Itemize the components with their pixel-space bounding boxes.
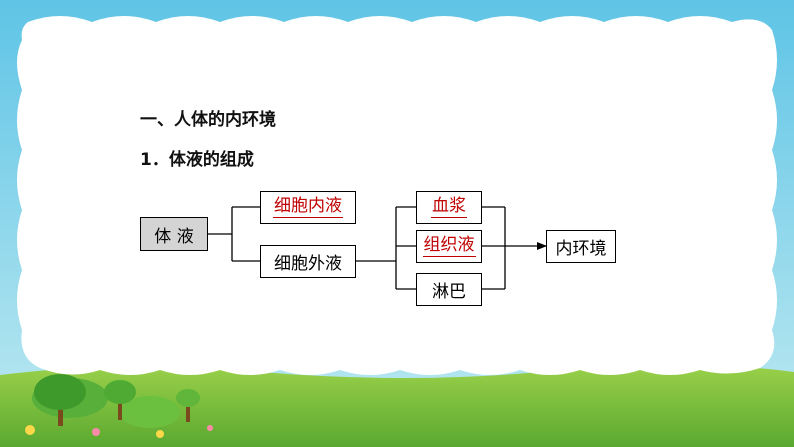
box-intracellular-fluid-label: 细胞内液 bbox=[273, 197, 343, 218]
box-lymph: 淋巴 bbox=[416, 273, 482, 306]
box-tissue-fluid-label: 组织液 bbox=[423, 236, 476, 257]
box-body-fluid: 体 液 bbox=[140, 217, 208, 251]
box-tissue-fluid: 组织液 bbox=[416, 230, 482, 263]
box-body-fluid-label: 体 液 bbox=[154, 222, 193, 247]
box-plasma-label: 血浆 bbox=[431, 197, 467, 218]
box-extracellular-fluid-label: 细胞外液 bbox=[274, 249, 342, 274]
box-plasma: 血浆 bbox=[416, 191, 482, 224]
box-intracellular-fluid: 细胞内液 bbox=[260, 191, 356, 224]
box-extracellular-fluid: 细胞外液 bbox=[260, 245, 356, 278]
box-internal-environment: 内环境 bbox=[546, 230, 616, 263]
box-internal-environment-label: 内环境 bbox=[556, 234, 607, 259]
box-lymph-label: 淋巴 bbox=[432, 277, 466, 302]
